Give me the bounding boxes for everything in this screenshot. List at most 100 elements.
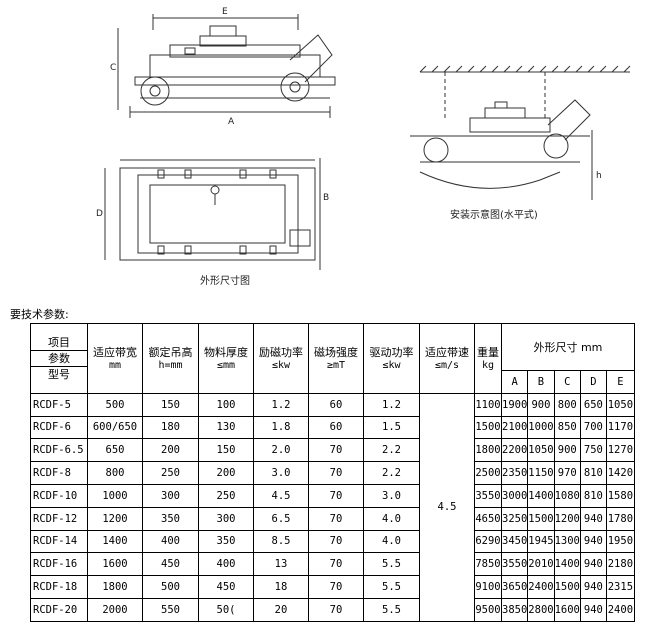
table-cell: 940	[579, 575, 607, 599]
table-cell: 500	[87, 392, 143, 417]
table-cell: RCDF-6.5	[30, 438, 88, 463]
table-cell: RCDF-8	[30, 461, 88, 485]
table-cell: 1.5	[363, 415, 420, 440]
table-cell: 2180	[605, 552, 635, 577]
table-cell: 6290	[474, 529, 502, 554]
table-cell: 70	[308, 483, 364, 508]
table-cell: 550	[142, 597, 199, 622]
side-view-drawing	[117, 14, 336, 118]
table-cell: 70	[308, 529, 364, 554]
table-cell: 1780	[605, 506, 635, 531]
table-cell: 2350	[500, 461, 529, 485]
table-cell: 1800	[87, 575, 143, 599]
table-cell: 450	[142, 552, 199, 577]
table-cell: 800	[553, 392, 581, 417]
table-cell: 600/650	[87, 415, 143, 440]
top-view-drawing	[104, 158, 321, 270]
table-cell: 500	[142, 575, 199, 599]
dim-label-h: h	[596, 171, 602, 181]
table-cell: 650	[579, 392, 607, 417]
table-cell: 1080	[553, 483, 581, 508]
table-cell: 1420	[605, 461, 635, 485]
table-cell: 3450	[500, 529, 529, 554]
header-dim-e: E	[605, 370, 635, 394]
header-col-drive: 驱动功率≤kw	[363, 323, 420, 394]
table-cell: RCDF-6	[30, 415, 88, 440]
table-cell: 850	[553, 415, 581, 440]
table-cell: 1900	[500, 392, 529, 417]
table-cell: 300	[142, 483, 199, 508]
table-cell: 2200	[500, 438, 529, 463]
table-cell: 1800	[474, 438, 502, 463]
table-cell: 1950	[605, 529, 635, 554]
table-cell: 70	[308, 552, 364, 577]
dim-label-e: E	[222, 7, 228, 17]
table-cell: 1945	[527, 529, 555, 554]
table-cell: 400	[198, 552, 254, 577]
table-cell: RCDF-12	[30, 506, 88, 531]
table-cell: 9100	[474, 575, 502, 599]
table-cell: 4.0	[363, 529, 420, 554]
install-drawing-caption: 安装示意图(水平式)	[450, 210, 538, 221]
outline-drawing-caption: 外形尺寸图	[200, 276, 250, 287]
table-cell: 3550	[500, 552, 529, 577]
table-cell: 970	[553, 461, 581, 485]
header-item-label: 项目	[48, 335, 70, 349]
table-cell: 70	[308, 461, 364, 485]
table-cell: 900	[553, 438, 581, 463]
table-cell: 60	[308, 415, 364, 440]
header-model-label: 型号	[31, 365, 87, 382]
table-cell: 3.0	[253, 461, 309, 485]
table-cell: 2.0	[253, 438, 309, 463]
header-dims-title: 外形尺寸 mm	[501, 323, 635, 371]
table-cell: 8.5	[253, 529, 309, 554]
table-cell: 650	[87, 438, 143, 463]
technical-drawings: E C A D B h 外形尺寸图 安装示意图(水平式)	[0, 0, 655, 300]
table-cell: 250	[198, 483, 254, 508]
table-cell: 2500	[474, 461, 502, 485]
table-cell: 2.2	[363, 438, 420, 463]
table-cell: 1.2	[363, 392, 420, 417]
drawing-dim-labels: E C A D B h	[96, 7, 602, 219]
table-cell: 1580	[605, 483, 635, 508]
table-cell: 1050	[605, 392, 635, 417]
table-cell: 400	[142, 529, 199, 554]
table-cell: 18	[253, 575, 309, 599]
table-cell: 4650	[474, 506, 502, 531]
table-cell: 2010	[527, 552, 555, 577]
table-cell: 1600	[87, 552, 143, 577]
table-cell: 1500	[527, 506, 555, 531]
header-dims-row: A B C D E	[31, 370, 635, 394]
header-dim-c: C	[553, 370, 581, 394]
table-cell: RCDF-5	[30, 392, 88, 417]
table-cell: 3550	[474, 483, 502, 508]
table-cell: 13	[253, 552, 309, 577]
table-cell: 6.5	[253, 506, 309, 531]
belt-speed-cell: 4.5	[419, 392, 475, 622]
table-cell: 130	[198, 415, 254, 440]
header-dim-b: B	[527, 370, 555, 394]
dim-label-c: C	[110, 63, 116, 73]
table-cell: 3000	[500, 483, 529, 508]
table-cell: RCDF-16	[30, 552, 88, 577]
table-cell: 1500	[474, 415, 502, 440]
table-cell: 4.0	[363, 506, 420, 531]
table-cell: 1400	[87, 529, 143, 554]
table-cell: 150	[142, 392, 199, 417]
table-cell: 1150	[527, 461, 555, 485]
table-cell: 1.8	[253, 415, 309, 440]
table-cell: RCDF-10	[30, 483, 88, 508]
table-cell: 940	[579, 552, 607, 577]
table-cell: 750	[579, 438, 607, 463]
